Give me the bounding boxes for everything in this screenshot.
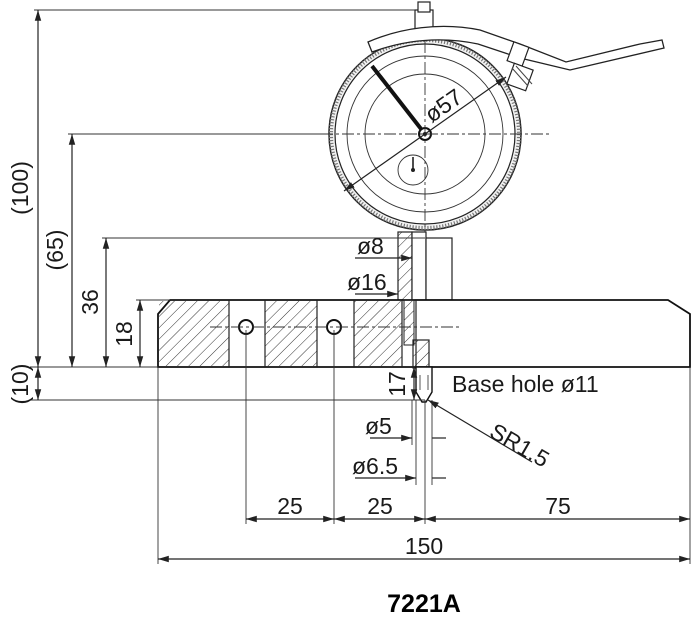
label-collar-diameter: ø16 <box>347 269 387 295</box>
contact-point <box>415 366 433 403</box>
base <box>157 299 691 369</box>
label-dial-center-height: (65) <box>42 230 68 271</box>
dial-stem <box>397 231 453 301</box>
label-base-height: 18 <box>111 321 137 347</box>
dial-indicator <box>300 1 665 400</box>
label-total-length: 150 <box>405 533 443 559</box>
model-number: 7221A <box>387 590 461 618</box>
label-tip-radius: SR1.5 <box>486 418 554 472</box>
label-rod-diameter: ø6.5 <box>352 453 398 479</box>
label-contact-length: 17 <box>384 371 410 397</box>
label-contact-offset: (10) <box>7 364 33 405</box>
label-base-hole: Base hole ø11 <box>452 371 599 397</box>
label-stem-diameter: ø8 <box>357 233 384 259</box>
label-tip-diameter: ø5 <box>365 413 392 439</box>
label-hole-spacing-1: 25 <box>277 493 303 519</box>
label-overall-height: (100) <box>7 161 33 215</box>
label-stem-height: 36 <box>77 289 103 315</box>
label-right-length: 75 <box>545 493 571 519</box>
label-hole-spacing-2: 25 <box>367 493 393 519</box>
dimension-lines <box>30 9 691 564</box>
